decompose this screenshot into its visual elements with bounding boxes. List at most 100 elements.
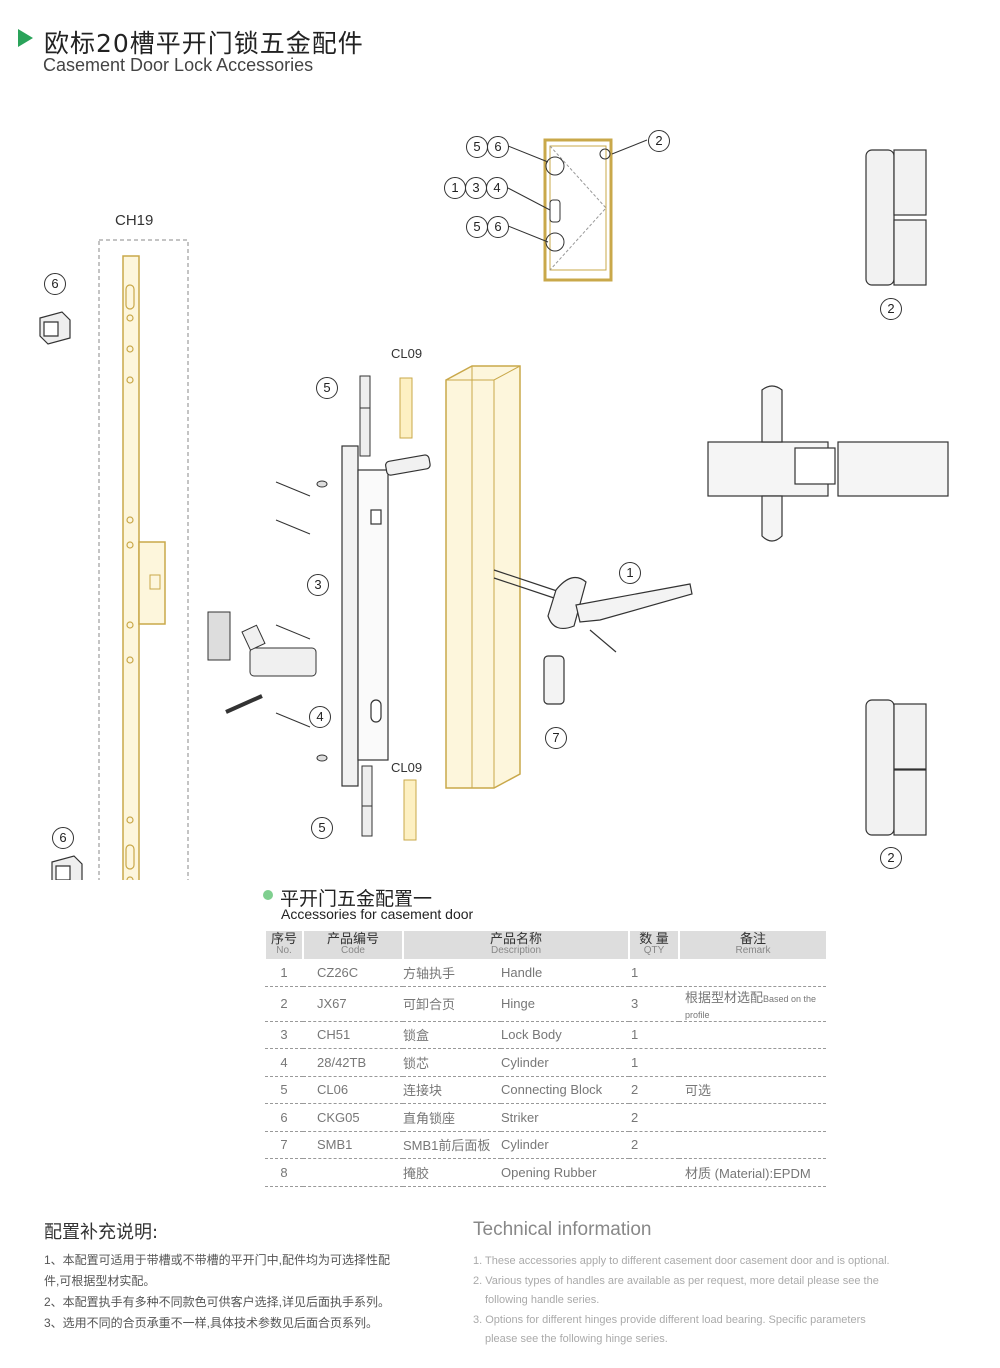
callout-6: 6 bbox=[52, 827, 74, 849]
cell-remark bbox=[679, 1048, 826, 1077]
note-line: 2. Various types of handles are availabl… bbox=[473, 1274, 879, 1287]
note-line: 件,可根据型材实配。 bbox=[44, 1274, 156, 1288]
cell-qty: 2 bbox=[629, 1076, 679, 1104]
cell-qty: 3 bbox=[629, 986, 679, 1022]
cell-code: CL06 bbox=[303, 1076, 403, 1104]
callout-5: 5 bbox=[466, 136, 488, 158]
notes-title-zh: 配置补充说明: bbox=[44, 1222, 159, 1243]
callout-2: 2 bbox=[880, 847, 902, 869]
page-title: 欧标20槽平开门锁五金配件 bbox=[44, 29, 364, 58]
cell-name-en: Cylinder bbox=[501, 1048, 629, 1077]
striker-icon bbox=[39, 311, 83, 880]
cell-no: 1 bbox=[265, 959, 303, 987]
cell-no: 5 bbox=[265, 1076, 303, 1104]
cell-qty: 1 bbox=[629, 959, 679, 987]
cell-qty: 2 bbox=[629, 1131, 679, 1159]
cell-no: 2 bbox=[265, 986, 303, 1022]
section-drawing bbox=[707, 385, 949, 542]
callout-3: 3 bbox=[307, 574, 329, 596]
cl09-block bbox=[399, 377, 417, 841]
callout-6: 6 bbox=[44, 273, 66, 295]
callout-6: 6 bbox=[487, 136, 509, 158]
cell-name-en: Hinge bbox=[501, 986, 629, 1022]
note-line: 1. These accessories apply to different … bbox=[473, 1255, 890, 1267]
cell-code: 28/42TB bbox=[303, 1048, 403, 1077]
cell-no: 6 bbox=[265, 1103, 303, 1132]
screw-icons bbox=[225, 480, 328, 762]
notes-en: 1. These accessories apply to different … bbox=[473, 1252, 953, 1350]
cell-name-en: Lock Body bbox=[501, 1021, 629, 1049]
cell-code: CKG05 bbox=[303, 1103, 403, 1132]
section-title: 平开门五金配置一 bbox=[280, 888, 433, 910]
cell-name-en: Striker bbox=[501, 1103, 629, 1132]
frame-elevation bbox=[543, 138, 613, 282]
notes-zh: 1、本配置可适用于带槽或不带槽的平开门中,配件均为可选择性配 件,可根据型材实配… bbox=[44, 1250, 454, 1334]
cell-code: CH51 bbox=[303, 1021, 403, 1049]
cell-remark bbox=[679, 1131, 826, 1159]
hinge-icon bbox=[865, 149, 927, 836]
cell-name-zh: 方轴执手 bbox=[403, 959, 501, 987]
cell-name-zh: SMB1前后面板 bbox=[403, 1131, 501, 1159]
cell-qty: 1 bbox=[629, 1021, 679, 1049]
note-line: 3. Options for different hinges provide … bbox=[473, 1313, 866, 1326]
callout-7: 7 bbox=[545, 727, 567, 749]
notes-title-en: Technical information bbox=[473, 1219, 652, 1240]
cell-no: 8 bbox=[265, 1158, 303, 1187]
callout-1: 1 bbox=[619, 562, 641, 584]
cell-no: 7 bbox=[265, 1131, 303, 1159]
cell-name-en: Cylinder bbox=[501, 1131, 629, 1159]
note-line: 1、本配置可适用于带槽或不带槽的平开门中,配件均为可选择性配 bbox=[44, 1253, 391, 1267]
ch19-frame bbox=[98, 239, 189, 880]
cell-remark: 可选 bbox=[679, 1076, 826, 1104]
assembly-drawing bbox=[39, 138, 949, 880]
title-arrow-icon bbox=[18, 29, 33, 47]
cell-name-en: Handle bbox=[501, 959, 629, 987]
cell-remark bbox=[679, 959, 826, 987]
cl09-label-bottom: CL09 bbox=[391, 760, 423, 775]
cell-name-zh: 掩胶 bbox=[403, 1158, 501, 1187]
cylinder bbox=[207, 611, 317, 677]
cell-remark bbox=[679, 1021, 826, 1049]
cell-remark: 根据型材选配Based on the profile bbox=[679, 986, 826, 1022]
callout-3: 3 bbox=[465, 177, 487, 199]
note-line: 3、选用不同的合页承重不一样,具体技术参数见后面合页系列。 bbox=[44, 1316, 379, 1330]
callout-2: 2 bbox=[880, 298, 902, 320]
bullet-dot-icon bbox=[263, 890, 273, 900]
cell-no: 4 bbox=[265, 1048, 303, 1077]
ch19-label: CH19 bbox=[115, 212, 154, 229]
ch19-rod bbox=[122, 255, 140, 880]
cell-no: 3 bbox=[265, 1021, 303, 1049]
callout-6: 6 bbox=[487, 216, 509, 238]
ch19-holes bbox=[125, 284, 135, 880]
cell-remark: 材质 (Material):EPDM bbox=[679, 1158, 826, 1187]
callout-5: 5 bbox=[311, 817, 333, 839]
section-subtitle: Accessories for casement door bbox=[281, 906, 474, 922]
door-profile bbox=[445, 365, 521, 789]
lock-body bbox=[341, 445, 431, 787]
cell-name-zh: 锁芯 bbox=[403, 1048, 501, 1077]
callout-4: 4 bbox=[486, 177, 508, 199]
cell-name-en: Opening Rubber bbox=[501, 1158, 629, 1187]
callout-4: 4 bbox=[309, 706, 331, 728]
cell-code: SMB1 bbox=[303, 1131, 403, 1159]
cell-name-zh: 锁盒 bbox=[403, 1021, 501, 1049]
cell-code: JX67 bbox=[303, 986, 403, 1022]
cell-qty: 1 bbox=[629, 1048, 679, 1077]
cell-name-zh: 连接块 bbox=[403, 1076, 501, 1104]
note-line: 2、本配置执手有多种不同款色可供客户选择,详见后面执手系列。 bbox=[44, 1295, 391, 1309]
cell-name-zh: 可卸合页 bbox=[403, 986, 501, 1022]
connecting-block bbox=[359, 375, 373, 837]
cell-remark bbox=[679, 1103, 826, 1132]
cl09-label-top: CL09 bbox=[391, 346, 423, 361]
